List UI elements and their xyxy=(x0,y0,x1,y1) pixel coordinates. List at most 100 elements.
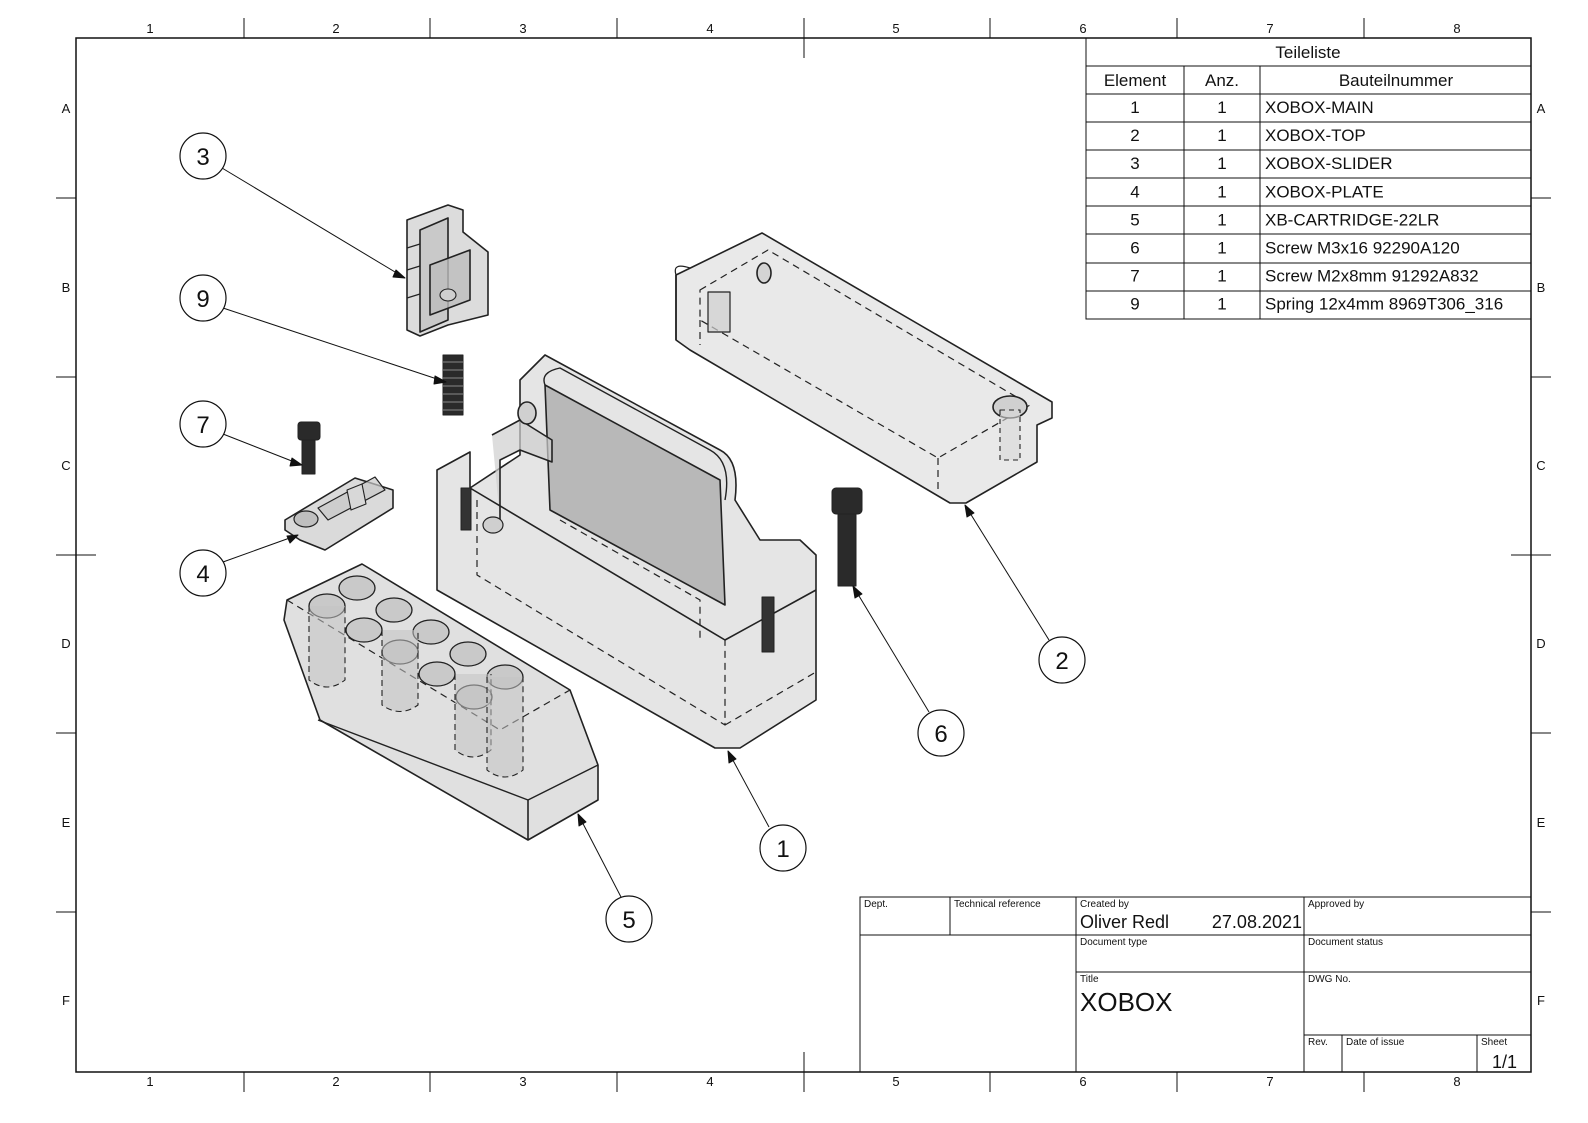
balloon-4 xyxy=(179,549,227,597)
sheet-label: Sheet xyxy=(1481,1037,1507,1048)
part-xobox-main xyxy=(436,354,817,749)
dwg-no-label: DWG No. xyxy=(1308,974,1351,985)
balloon-label: 2 xyxy=(1055,648,1068,675)
col-label-bottom: 6 xyxy=(1079,1074,1086,1089)
col-label-bottom: 8 xyxy=(1453,1074,1460,1089)
parts-row-element: 6 xyxy=(1130,239,1139,258)
drawing-title: XOBOX xyxy=(1080,987,1172,1017)
row-label-left: A xyxy=(62,101,71,116)
parts-row-element: 4 xyxy=(1130,182,1139,201)
balloon-7 xyxy=(179,400,227,448)
col-label-top: 4 xyxy=(706,21,713,36)
parts-list-title: Teileliste xyxy=(1275,43,1340,62)
balloon-2 xyxy=(1038,636,1086,684)
part-xobox-slider xyxy=(406,204,489,337)
rev-label: Rev. xyxy=(1308,1037,1328,1048)
parts-row-part-number: XB-CARTRIDGE-22LR xyxy=(1265,210,1439,229)
col-label-bottom: 5 xyxy=(892,1074,899,1089)
column-header: Element xyxy=(1104,71,1167,90)
col-label-bottom: 7 xyxy=(1266,1074,1273,1089)
row-label-left: C xyxy=(61,458,70,473)
part-xobox-plate xyxy=(284,476,394,551)
balloon-label: 6 xyxy=(934,721,947,748)
row-label-right: A xyxy=(1537,101,1546,116)
row-label-right: E xyxy=(1537,815,1546,830)
row-label-right: D xyxy=(1536,636,1545,651)
parts-row-element: 5 xyxy=(1130,210,1139,229)
col-label-top: 2 xyxy=(332,21,339,36)
drawing-frame xyxy=(56,18,1551,1092)
created-by-name: Oliver Redl xyxy=(1080,912,1169,932)
row-label-left: F xyxy=(62,993,70,1008)
row-label-left: B xyxy=(62,280,71,295)
row-label-right: B xyxy=(1537,280,1546,295)
col-label-top: 5 xyxy=(892,21,899,36)
col-label-bottom: 2 xyxy=(332,1074,339,1089)
parts-row-quantity: 1 xyxy=(1217,239,1226,258)
balloon-labels: 3 9 7 4 1 2 6 5 xyxy=(196,144,1068,934)
balloon-5 xyxy=(605,895,653,943)
part-screw-m3 xyxy=(831,487,863,587)
parts-row-quantity: 1 xyxy=(1217,126,1226,145)
part-cartridge-holder xyxy=(283,563,599,841)
part-spring xyxy=(442,354,464,416)
parts-row-quantity: 1 xyxy=(1217,182,1226,201)
balloon-label: 5 xyxy=(622,907,635,934)
row-label-right: F xyxy=(1537,993,1545,1008)
parts-row-quantity: 1 xyxy=(1217,295,1226,314)
parts-row-part-number: XOBOX-PLATE xyxy=(1265,182,1384,201)
title-block: Dept. Technical reference Created by App… xyxy=(859,896,1532,1073)
parts-row-quantity: 1 xyxy=(1217,98,1226,117)
balloon-label: 4 xyxy=(196,561,209,588)
balloon-1 xyxy=(759,824,807,872)
parts-row-part-number: XOBOX-SLIDER xyxy=(1265,154,1393,173)
parts-row-part-number: Screw M2x8mm 91292A832 xyxy=(1265,267,1479,286)
technical-reference-label: Technical reference xyxy=(954,899,1041,910)
balloon-label: 1 xyxy=(776,836,789,863)
col-label-top: 8 xyxy=(1453,21,1460,36)
created-date: 27.08.2021 xyxy=(1212,912,1302,932)
inner-screw xyxy=(460,487,775,653)
parts-row-element: 7 xyxy=(1130,267,1139,286)
balloon-6 xyxy=(917,709,965,757)
parts-row-quantity: 1 xyxy=(1217,267,1226,286)
col-label-top: 7 xyxy=(1266,21,1273,36)
balloon-label: 7 xyxy=(196,412,209,439)
parts-row-part-number: Screw M3x16 92290A120 xyxy=(1265,239,1460,258)
parts-row-quantity: 1 xyxy=(1217,154,1226,173)
created-by-label: Created by xyxy=(1080,899,1129,910)
parts-row-part-number: XOBOX-MAIN xyxy=(1265,98,1374,117)
parts-list-table: Teileliste Element Anz. Bauteilnummer 1 1… xyxy=(1085,37,1532,320)
parts-row-element: 2 xyxy=(1130,126,1139,145)
document-status-label: Document status xyxy=(1308,937,1383,948)
dept-label: Dept. xyxy=(864,899,888,910)
approved-by-label: Approved by xyxy=(1308,899,1364,910)
parts-row-quantity: 1 xyxy=(1217,210,1226,229)
parts-row-element: 9 xyxy=(1130,295,1139,314)
balloon-3 xyxy=(179,132,227,180)
balloon-label: 9 xyxy=(196,286,209,313)
balloon-9 xyxy=(179,274,227,322)
col-label-bottom: 3 xyxy=(519,1074,526,1089)
part-xobox-top xyxy=(674,232,1053,504)
parts-row-part-number: Spring 12x4mm 8969T306_316 xyxy=(1265,295,1503,314)
parts-row-element: 3 xyxy=(1130,154,1139,173)
leader-lines xyxy=(221,167,1050,898)
col-label-bottom: 4 xyxy=(706,1074,713,1089)
parts-row-part-number: XOBOX-TOP xyxy=(1265,126,1366,145)
column-header: Anz. xyxy=(1205,71,1239,90)
assembly-view: 3 9 7 4 1 2 6 5 xyxy=(179,132,1086,943)
col-label-bottom: 1 xyxy=(146,1074,153,1089)
title-label: Title xyxy=(1080,974,1099,985)
sheet-number: 1/1 xyxy=(1492,1052,1517,1072)
col-label-top: 6 xyxy=(1079,21,1086,36)
part-screw-m2 xyxy=(297,421,321,475)
col-label-top: 1 xyxy=(146,21,153,36)
date-of-issue-label: Date of issue xyxy=(1346,1037,1405,1048)
column-header: Bauteilnummer xyxy=(1339,71,1454,90)
balloons xyxy=(179,132,1086,943)
document-type-label: Document type xyxy=(1080,937,1148,948)
row-label-left: D xyxy=(61,636,70,651)
parts-row-element: 1 xyxy=(1130,98,1139,117)
